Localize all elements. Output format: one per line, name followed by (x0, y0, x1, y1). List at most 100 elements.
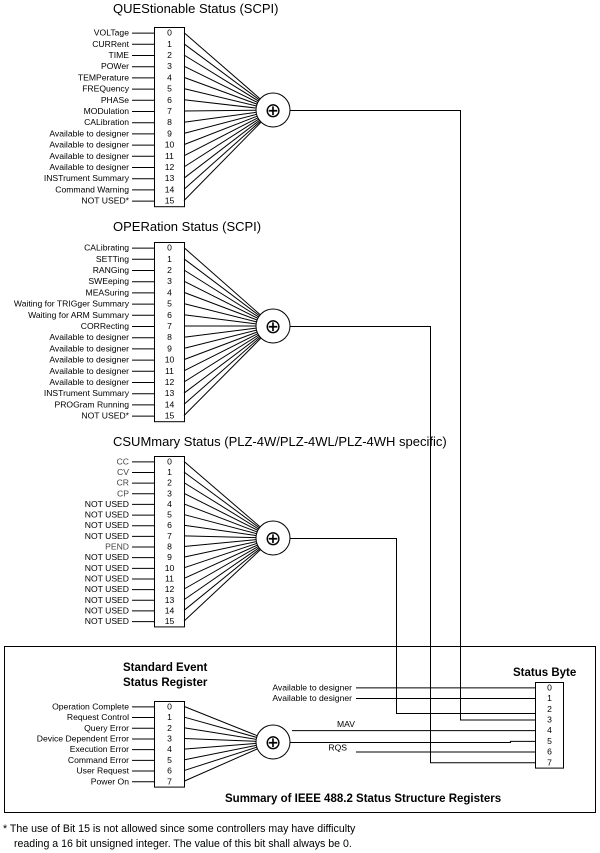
standard_event-bit-2-number: 2 (167, 723, 172, 733)
questionable-bit-11-fan-line (183, 117, 259, 157)
operation-bit-14-fan-line (183, 336, 261, 405)
csummary-bit-4-number: 4 (167, 499, 172, 509)
status-byte-bit-4-number: 4 (547, 725, 552, 735)
operation-bit-11-label: Available to designer (49, 366, 129, 376)
standard_event-bit-1-label: Request Control (67, 712, 129, 722)
operation-bit-1-fan-line (183, 258, 260, 317)
questionable-bit-0-fan-line (183, 32, 261, 100)
questionable-bit-2-number: 2 (167, 50, 172, 60)
csummary-bit-8-fan-line (183, 539, 257, 548)
csummary-summary-plus-icon: ⊕ (265, 526, 282, 550)
csummary-bit-9-fan-line (183, 541, 257, 558)
operation-bit-9-number: 9 (167, 343, 172, 353)
csummary-bit-2-number: 2 (167, 478, 172, 488)
operation-bit-0-label: CALibrating (84, 243, 129, 253)
questionable-bit-3-label: POWer (101, 61, 129, 71)
standard_event-bit-5-label: Command Error (68, 755, 129, 765)
questionable-bit-7-number: 7 (167, 106, 172, 116)
questionable-bit-7-fan-line (183, 109, 257, 112)
operation-bit-8-number: 8 (167, 332, 172, 342)
operation-bit-12-fan-line (183, 334, 259, 383)
csummary-bit-14-fan-line (183, 548, 261, 611)
operation-bit-4-number: 4 (167, 287, 172, 297)
standard_event-summary-plus-icon: ⊕ (265, 730, 282, 754)
operation-bit-5-label: Waiting for TRIGger Summary (14, 299, 130, 309)
questionable-bit-4-fan-line (183, 76, 258, 105)
csummary-bit-0-fan-line (183, 460, 261, 528)
csummary-bit-12-fan-line (183, 546, 259, 590)
operation-bit-9-fan-line (183, 329, 257, 349)
standard_event-bit-5-fan-line (183, 744, 257, 761)
standard_event-bit-0-number: 0 (167, 701, 172, 711)
csummary-title: CSUMmary Status (PLZ-4W/PLZ-4WL/PLZ-4WH … (113, 434, 447, 449)
csummary-bit-5-number: 5 (167, 510, 172, 520)
standard_event-bit-3-number: 3 (167, 733, 172, 743)
csummary-bit-11-number: 11 (165, 573, 174, 583)
operation-bit-9-label: Available to designer (49, 343, 129, 353)
questionable-bit-5-fan-line (183, 88, 257, 107)
questionable-bit-9-number: 9 (167, 128, 172, 138)
questionable-bit-12-number: 12 (165, 162, 175, 172)
standard_event-bit-3-fan-line (183, 737, 257, 742)
csummary-bit-12-label: NOT USED (85, 584, 129, 594)
footnote-line1: * The use of Bit 15 is not allowed since… (3, 823, 356, 835)
standard-event-title-line1: Standard Event (123, 662, 208, 674)
questionable-bit-10-label: Available to designer (49, 140, 129, 150)
questionable-bit-13-label: INSTrument Summary (44, 173, 130, 183)
questionable-bit-1-label: CURRent (92, 39, 129, 49)
questionable-summary-plus-icon: ⊕ (265, 98, 282, 122)
standard_event-bit-5-number: 5 (167, 755, 172, 765)
csummary-bit-0-label: CC (117, 456, 129, 466)
csummary-bit-13-label: NOT USED (85, 595, 129, 605)
operation-bit-2-label: RANGing (93, 265, 130, 275)
questionable-bit-13-fan-line (183, 119, 260, 179)
operation-bit-6-number: 6 (167, 310, 172, 320)
status-byte-title: Status Byte (513, 667, 576, 679)
csummary-bit-2-fan-line (183, 482, 259, 530)
csummary-bit-9-number: 9 (167, 552, 172, 562)
csummary-bit-7-label: NOT USED (85, 531, 129, 541)
questionable-bit-3-number: 3 (167, 61, 172, 71)
status-byte-bit-3-number: 3 (547, 714, 552, 724)
summary-title: Summary of IEEE 488.2 Status Structure R… (225, 793, 501, 805)
operation-bit-7-label: CORRecting (81, 321, 129, 331)
operation-bit-3-label: SWEeping (88, 276, 129, 286)
csummary-bit-7-number: 7 (167, 531, 172, 541)
csummary-bit-3-label: CP (117, 488, 129, 498)
standard_event-bit-0-label: Operation Complete (52, 701, 129, 711)
standard_event-bit-4-number: 4 (167, 744, 172, 754)
questionable-bit-13-number: 13 (165, 173, 175, 183)
operation-bit-10-label: Available to designer (49, 355, 129, 365)
standard_event-bit-3-label: Device Dependent Error (37, 733, 129, 743)
operation-register-box (154, 242, 185, 423)
operation-bit-15-number: 15 (165, 411, 175, 421)
operation-bit-8-fan-line (183, 327, 257, 338)
status-byte-bit-5-number: 5 (547, 736, 552, 746)
operation-title: OPERation Status (SCPI) (113, 219, 261, 234)
operation-bit-6-fan-line (183, 314, 257, 325)
questionable-bit-11-label: Available to designer (49, 151, 129, 161)
questionable-bit-9-label: Available to designer (49, 128, 129, 138)
questionable-bit-14-fan-line (183, 120, 261, 190)
operation-bit-3-fan-line (183, 280, 259, 319)
status-byte-label-available-to-designer-1: Available to designer (272, 693, 352, 703)
status-byte-bit-2-number: 2 (547, 704, 552, 714)
questionable-bit-1-number: 1 (167, 39, 172, 49)
questionable-summary-route (290, 110, 535, 721)
standard_event-bit-2-label: Query Error (84, 723, 129, 733)
questionable-bit-4-label: TEMPerature (78, 72, 129, 82)
standard_event-bit-0-fan-line (183, 705, 258, 737)
standard_event-bit-1-fan-line (183, 716, 257, 738)
questionable-bit-2-fan-line (183, 54, 259, 102)
questionable-bit-15-fan-line (183, 121, 262, 201)
csummary-bit-3-number: 3 (167, 488, 172, 498)
csummary-bit-10-fan-line (183, 542, 258, 569)
csummary-register-box (154, 456, 185, 628)
operation-bit-1-label: SETTing (96, 254, 129, 264)
status-byte-bit-6-number: 6 (547, 747, 552, 757)
status-byte-label-rqs: RQS (328, 743, 347, 753)
operation-bit-4-label: MEASuring (86, 287, 130, 297)
standard_event-bit-4-fan-line (183, 742, 257, 750)
questionable-bit-9-fan-line (183, 113, 257, 134)
